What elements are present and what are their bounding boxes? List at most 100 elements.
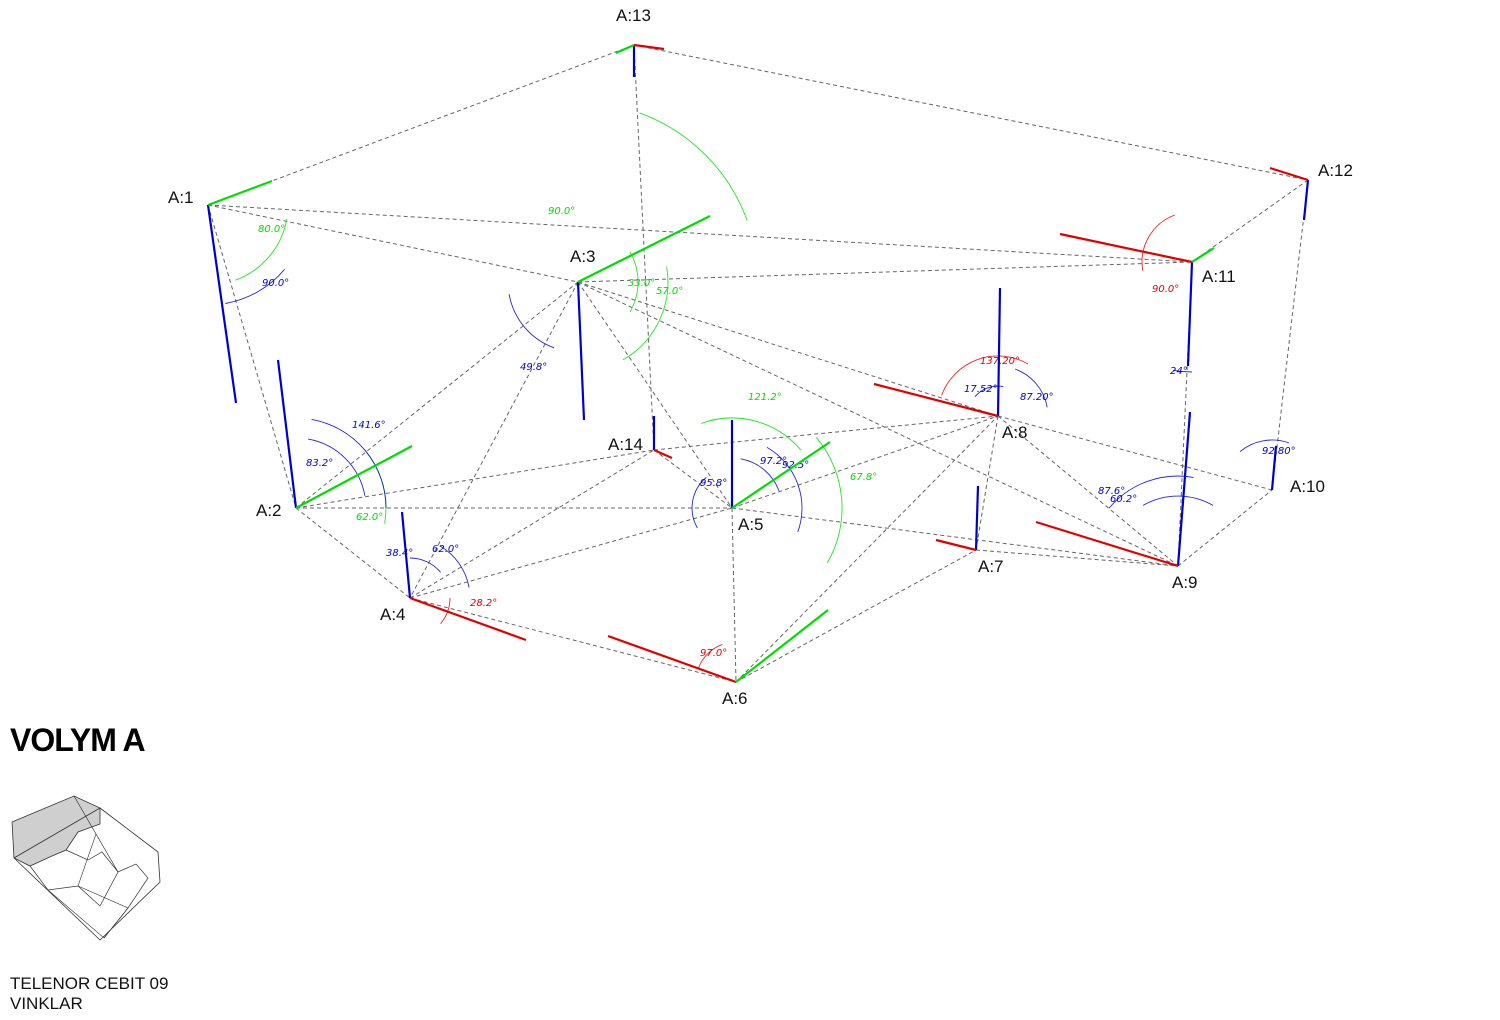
edge-a3-a4 — [409, 281, 579, 599]
angle-arc-5 — [508, 294, 555, 349]
angle-label-17: 67.8° — [850, 472, 877, 483]
edge-a4-a14 — [409, 449, 655, 599]
a2-y-axis — [295, 445, 413, 509]
a13-x-axis — [633, 43, 665, 51]
edge-a6-a8 — [735, 415, 999, 683]
edge-a12-a11 — [1191, 179, 1309, 263]
angle-label-7: 33.0° — [628, 278, 655, 289]
point-label-a11: A:11 — [1202, 267, 1236, 286]
a3-y-axis — [577, 215, 711, 283]
angle-label-6: 57.0° — [656, 286, 683, 297]
angle-arc-24 — [1239, 439, 1290, 453]
a2-z-axis — [276, 359, 298, 509]
angle-label-21: 17.52° — [964, 384, 998, 395]
angle-label-12: 28.2° — [470, 598, 497, 609]
volume-title: VOLYM A — [10, 722, 146, 758]
point-label-a6: A:6 — [722, 689, 748, 708]
a10-z-axis — [1270, 445, 1278, 491]
edge-a14-a5 — [653, 449, 733, 509]
angle-label-26: 24° — [1170, 366, 1188, 377]
a11-x-axis — [1059, 232, 1193, 264]
angle-label-25: 90.0° — [1152, 284, 1179, 295]
angle-arc-16 — [701, 417, 802, 451]
edge-a13-a14 — [633, 44, 655, 451]
edge-a3-a2 — [295, 281, 579, 509]
angle-label-19: 137.20° — [980, 356, 1020, 367]
a3-z-axis — [576, 281, 586, 421]
edge-a7-a9 — [975, 549, 1179, 567]
a5-y-axis — [731, 441, 831, 509]
angle-label-15: 95.8° — [700, 478, 727, 489]
edge-a14-a8 — [653, 415, 999, 451]
thumbnail-inner-edges-3 — [47, 833, 129, 939]
point-label-a4: A:4 — [380, 605, 406, 624]
angle-label-11: 38.4° — [386, 548, 413, 559]
angle-arc-14 — [766, 447, 803, 533]
angle-label-18: 97.0° — [700, 648, 727, 659]
angle-arc-26 — [1172, 369, 1193, 373]
angle-arc-23 — [1142, 495, 1214, 506]
angle-arc-2 — [225, 269, 285, 304]
angle-arc-6 — [622, 266, 669, 361]
angle-arc-22 — [1108, 475, 1194, 509]
angle-arc-20 — [1014, 368, 1048, 408]
a9-x-axis — [1035, 520, 1179, 568]
angle-arc-17 — [815, 437, 843, 564]
a8-z-axis — [996, 287, 1002, 417]
project-info: TELENOR CEBIT 09 VINKLAR — [10, 974, 168, 1014]
thumbnail-shaded-volume — [11, 795, 101, 867]
a4-x-axis — [409, 596, 527, 642]
point-label-a14: A:14 — [608, 435, 643, 454]
edge-a3-a9 — [577, 281, 1179, 567]
angle-arc-19 — [941, 355, 1029, 396]
angle-label-3: 62.0° — [356, 512, 383, 523]
a8-x-axis — [873, 382, 999, 418]
edge-a6-a7 — [735, 549, 977, 683]
a6-y-axis — [735, 609, 829, 683]
angle-arc-15 — [691, 477, 707, 529]
angle-label-23: 60.2° — [1110, 494, 1137, 505]
angle-label-20: 87.20° — [1020, 392, 1054, 403]
angle-label-9: 141.6° — [352, 420, 386, 431]
angle-label-1: 80.0° — [258, 224, 285, 235]
edge-a8-a7 — [975, 415, 999, 551]
thumbnail-outline — [13, 807, 161, 941]
a12-z-axis — [1302, 179, 1310, 221]
edge-a5-a9 — [731, 507, 1179, 567]
angle-arc-13 — [740, 458, 780, 492]
edge-a13-a12 — [633, 44, 1309, 181]
angle-arc-10 — [439, 545, 470, 588]
angle-arc-9 — [311, 418, 387, 509]
edge-a2-a14 — [295, 449, 655, 509]
angle-arc-4 — [639, 112, 748, 221]
a1-y-axis — [207, 179, 273, 207]
edge-a3-a5 — [577, 281, 733, 509]
angle-diagram: 80.0°90.0°62.0°90.0°49.8°57.0°33.0°83.2°… — [168, 6, 1353, 708]
point-label-a2: A:2 — [256, 501, 282, 520]
a7-x-axis — [935, 538, 977, 552]
a14-x-axis — [653, 448, 673, 460]
point-label-a13: A:13 — [616, 6, 651, 25]
dashed-edges — [207, 44, 1309, 683]
thumbnail-inner-edges — [65, 849, 149, 939]
angle-label-5: 49.8° — [520, 362, 547, 373]
angle-arc-25 — [1141, 214, 1176, 271]
edge-a9-a10 — [1177, 489, 1273, 567]
angle-arc-7 — [629, 251, 639, 313]
angle-label-22: 87.6° — [1098, 486, 1125, 497]
a11-z-axis — [1186, 261, 1194, 367]
point-label-a5: A:5 — [738, 515, 764, 534]
axis-markers — [206, 43, 1310, 684]
a11-y-axis — [1191, 247, 1215, 263]
edge-a5-a8 — [731, 415, 999, 509]
a4-z-axis — [400, 511, 412, 599]
a6-x-axis — [607, 634, 737, 684]
edge-a1-a3 — [207, 204, 579, 283]
point-label-a12: A:12 — [1318, 161, 1353, 180]
a13-y-axis — [615, 43, 635, 55]
edge-a1-a2 — [207, 204, 297, 509]
sheet-name: VINKLAR — [10, 994, 83, 1013]
project-name: TELENOR CEBIT 09 — [10, 974, 169, 993]
angle-label-16: 121.2° — [748, 392, 782, 403]
angle-label-4: 90.0° — [548, 206, 575, 217]
